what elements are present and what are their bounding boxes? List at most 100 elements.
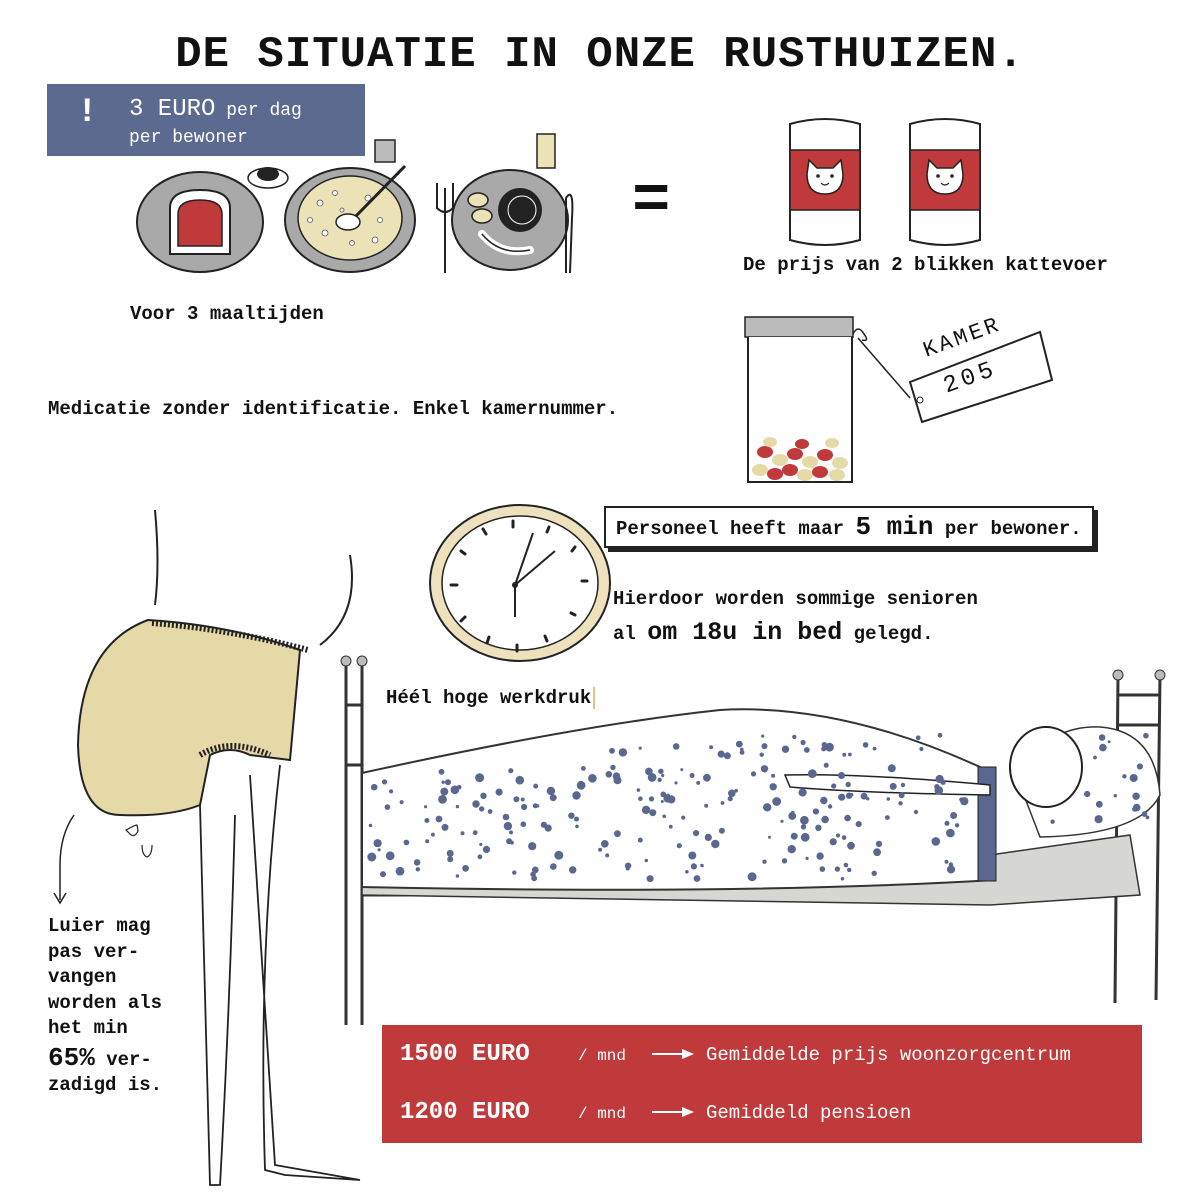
- blanket-dot: [598, 847, 603, 852]
- meals-illustration: [136, 133, 574, 274]
- blanket-dot: [913, 809, 919, 815]
- cost-unit: / mnd: [578, 1047, 627, 1065]
- blanket-dot: [472, 800, 480, 808]
- equals-sign: =: [632, 166, 671, 238]
- staff-highlight: 5 min: [855, 512, 934, 542]
- blanket-dot: [609, 747, 615, 754]
- blanket-dot: [771, 773, 776, 778]
- diaper-percent: 65%: [48, 1042, 95, 1073]
- pillow-dot: [1098, 734, 1106, 741]
- blanket-dot: [704, 803, 709, 808]
- diaper-line: vangen: [48, 966, 117, 988]
- blanket-dot: [377, 848, 381, 852]
- blanket-dot: [835, 833, 841, 838]
- blanket-dot: [575, 824, 579, 829]
- blanket-dot: [886, 797, 891, 801]
- pillow-dot: [1084, 790, 1091, 798]
- medication-jar: [744, 316, 1054, 483]
- blanket-dot: [472, 830, 478, 836]
- blanket-dot: [847, 841, 855, 850]
- blanket-dot: [495, 788, 503, 796]
- catfood-caption: De prijs van 2 blikken kattevoer: [743, 254, 1108, 276]
- blanket-dot: [887, 764, 896, 773]
- cost-amount: 1500 EURO: [400, 1041, 530, 1068]
- bed-illustration: [340, 655, 1166, 1025]
- can-icon: [789, 118, 861, 246]
- blanket-dot: [693, 830, 700, 837]
- bedtime-line-1: Hierdoor worden sommige senioren: [613, 588, 978, 610]
- blanket-dot: [689, 773, 695, 778]
- blanket-dot: [919, 746, 924, 752]
- blanket-dot: [381, 779, 388, 785]
- blanket-dot: [944, 859, 949, 864]
- blanket-dot: [455, 874, 460, 878]
- blanket-dot: [668, 824, 673, 829]
- blanket-dot: [424, 805, 428, 809]
- blanket-dot: [662, 814, 666, 819]
- can-icon: [909, 118, 981, 246]
- blanket-dot: [723, 752, 731, 760]
- blanket-dot: [805, 856, 809, 860]
- blanket-dot: [658, 768, 664, 774]
- blanket-dot: [829, 838, 837, 846]
- blanket-dot: [446, 849, 454, 857]
- blanket-dot: [935, 774, 944, 784]
- pillow-dot: [1099, 743, 1107, 752]
- blanket-dot: [477, 854, 483, 860]
- fork-icon: [436, 183, 454, 273]
- exclamation-icon: !: [77, 94, 98, 132]
- blanket-dot: [696, 780, 701, 785]
- blanket-dot: [816, 852, 824, 860]
- blanket-dot: [475, 773, 485, 783]
- diaper-after-percent: ver-: [106, 1048, 152, 1071]
- blanket-dot: [572, 791, 581, 800]
- blanket-dot: [368, 823, 373, 828]
- blanket-dot: [681, 815, 686, 820]
- blanket-dot: [950, 812, 958, 819]
- pillow-dot: [1145, 815, 1150, 820]
- pillow-dot: [1093, 755, 1097, 760]
- blanket-dot: [855, 821, 862, 828]
- workload-text: Héél hoge werkdruk: [386, 687, 607, 709]
- blanket-dot: [847, 867, 852, 873]
- blanket-dot: [447, 856, 454, 863]
- diaper-line: pas ver-: [48, 940, 140, 963]
- blanket-dot: [676, 843, 682, 849]
- blanket-dot: [546, 786, 556, 796]
- cat-face-icon: [926, 158, 964, 195]
- blanket-dot: [389, 789, 394, 794]
- blanket-dot: [462, 865, 469, 872]
- blanket-dot: [827, 804, 833, 809]
- blanket-dot: [871, 870, 877, 876]
- budget-amount: 3 EURO: [129, 96, 216, 123]
- diaper-percent-line: 65% ver-: [48, 1042, 162, 1074]
- blanket-dot: [581, 766, 586, 771]
- cost-row: 1200 EURO / mnd Gemiddeld pensioen: [400, 1099, 911, 1126]
- blanket-dot: [845, 781, 851, 788]
- blanket-dot: [759, 752, 764, 757]
- blanket-dot: [506, 838, 513, 845]
- cup-icon: [247, 167, 289, 189]
- blanket-dot: [456, 784, 462, 790]
- budget-per-day: per dag: [226, 101, 302, 121]
- pillow-dot: [1132, 803, 1141, 812]
- workload-label: Héél hoge werkdruk: [386, 687, 592, 709]
- blanket-dot: [831, 783, 837, 789]
- blanket-dot: [479, 842, 483, 846]
- blanket-dot: [781, 858, 788, 864]
- blanket-dot: [954, 823, 960, 828]
- pillow-dot: [1141, 811, 1148, 817]
- blanket-dot: [780, 819, 784, 823]
- blanket-dot: [674, 781, 678, 785]
- blanket-dot: [788, 812, 797, 820]
- blanket-dot: [549, 794, 557, 802]
- blanket-dot: [821, 746, 827, 752]
- page-title: DE SITUATIE IN ONZE RUSTHUIZEN.: [175, 30, 1025, 80]
- blanket-dot: [614, 830, 621, 838]
- blanket-dot: [734, 788, 738, 793]
- blanket-dot: [820, 796, 828, 805]
- blanket-dot: [787, 845, 796, 854]
- blanket-dot: [872, 746, 877, 751]
- blanket-dot: [711, 839, 720, 849]
- blanket-dot: [772, 797, 782, 806]
